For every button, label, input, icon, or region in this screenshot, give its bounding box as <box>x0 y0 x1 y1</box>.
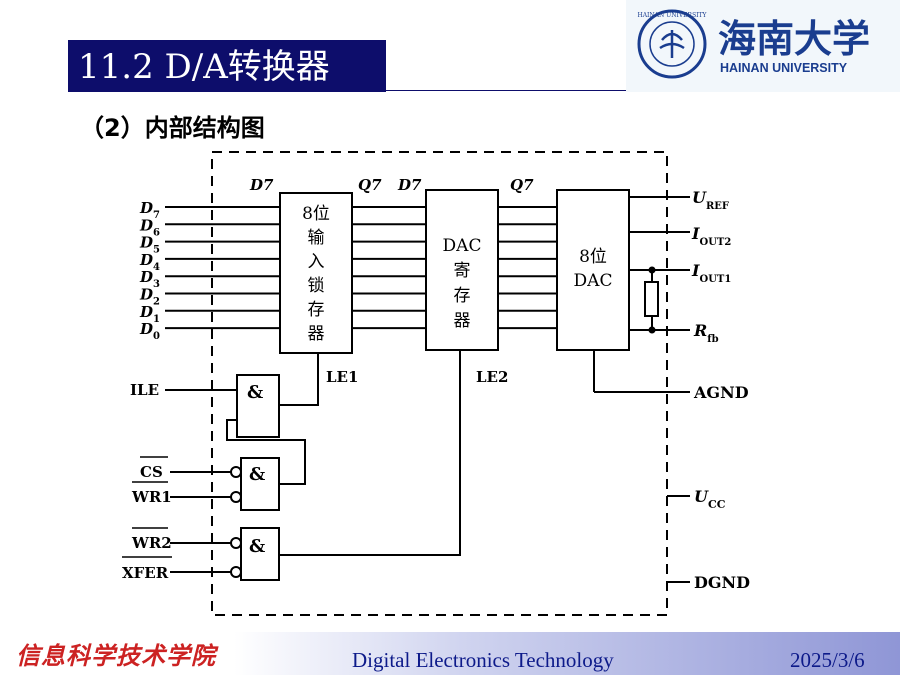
logo-chinese-name: 海南大学 <box>718 16 870 61</box>
latch-labels-line-1: 输 <box>308 228 325 248</box>
dgnd-label: DGND <box>694 573 750 592</box>
footer-band <box>0 632 900 675</box>
gate3-symbol: & <box>249 536 265 557</box>
input-data-bus <box>165 206 280 330</box>
junction-dot-rfb <box>648 326 656 334</box>
d7-label-register-in: D7 <box>397 176 422 194</box>
latch-labels-line-2: 入 <box>308 252 325 272</box>
uref-label: UREF <box>692 188 729 212</box>
junction-dot-iout1 <box>648 266 656 274</box>
dac-block <box>556 189 630 351</box>
cs-label: CS <box>140 463 163 481</box>
le1-label: LE1 <box>326 368 358 386</box>
dac-register-block <box>425 189 499 351</box>
le2-line <box>279 350 461 556</box>
input-latch-block <box>279 192 353 354</box>
ile-label: ILE <box>130 381 159 399</box>
logo-graphic: HAINAN UNIVERSITY 海南大学 HAINAN UNIVERSITY <box>637 9 870 79</box>
xfer-inversion-bubble <box>230 566 242 578</box>
reg-labels-line-3: 器 <box>454 311 471 331</box>
q7-label-register-out: Q7 <box>510 176 534 194</box>
xfer-label: XFER <box>122 564 169 582</box>
input-label-d5: D5 <box>139 234 160 256</box>
latch-labels-line-5: 器 <box>308 324 325 344</box>
latch-labels-line-4: 存 <box>308 300 325 320</box>
input-label-d0: D0 <box>139 320 160 342</box>
wr2-label: WR2 <box>131 534 172 552</box>
input-label-d2: D2 <box>139 286 160 308</box>
and-gate-2 <box>240 457 280 511</box>
dac-register-label: DAC 寄存器 <box>443 236 482 331</box>
register-to-dac-bus <box>498 206 557 330</box>
le1-line <box>279 353 319 406</box>
input-label-d7: D7 <box>139 199 160 221</box>
footer-school-name: 信息科学技术学院 <box>16 641 216 670</box>
le2-label: LE2 <box>476 368 508 386</box>
reg-labels-line-1: 寄 <box>454 261 471 281</box>
agnd-label: AGND <box>693 383 749 402</box>
title-underline <box>386 90 626 91</box>
latch-to-register-bus <box>352 206 426 330</box>
d7-label-latch-in: D7 <box>249 176 274 194</box>
footer-course-name: Digital Electronics Technology <box>352 648 614 672</box>
ucc-label: UCC <box>694 487 726 511</box>
wr2-inversion-bubble <box>230 537 242 549</box>
input-label-d3: D3 <box>139 268 160 290</box>
cs-inversion-bubble <box>230 466 242 478</box>
input-label-d6: D6 <box>139 216 160 238</box>
latch-labels-line-3: 锁 <box>308 276 325 296</box>
dac-labels-line-0: 8位 <box>579 247 607 267</box>
university-logo: HAINAN UNIVERSITY 海南大学 HAINAN UNIVERSITY <box>626 0 900 92</box>
wr1-inversion-bubble <box>230 491 242 503</box>
logo-english-name: HAINAN UNIVERSITY <box>720 61 848 75</box>
latch-labels-line-0: 8位 <box>302 204 330 224</box>
feedback-resistor <box>644 281 659 317</box>
gate1-symbol: & <box>247 382 263 403</box>
input-label-d1: D1 <box>139 303 160 325</box>
seal-outer-ring <box>637 9 707 79</box>
slide-title: 11.2 D/A转换器 <box>78 47 330 87</box>
seal-text: HAINAN UNIVERSITY <box>637 12 707 19</box>
iout2-label: IOUT2 <box>691 224 731 248</box>
iout1-label: IOUT1 <box>691 261 731 285</box>
reg-labels-line-2: 存 <box>454 286 471 306</box>
dac-label: 8位 DAC <box>574 247 613 291</box>
section-subtitle: （2）内部结构图 <box>80 114 265 142</box>
dac-labels-line-1: DAC <box>574 271 613 291</box>
gate2-symbol: & <box>249 464 265 485</box>
seal-inner-ring <box>649 21 695 67</box>
rfb-label: Rfb <box>693 321 719 345</box>
q7-label-latch-out: Q7 <box>358 176 382 194</box>
palm-tree-icon <box>659 30 685 58</box>
footer-date: 2025/3/6 <box>790 648 865 672</box>
reg-labels-line-0: DAC <box>443 236 482 256</box>
title-bar <box>68 40 386 92</box>
gate2-to-gate1-wire <box>226 419 306 485</box>
wr1-label: WR1 <box>131 488 172 506</box>
input-label-d4: D4 <box>139 251 160 273</box>
chip-boundary <box>211 151 668 616</box>
